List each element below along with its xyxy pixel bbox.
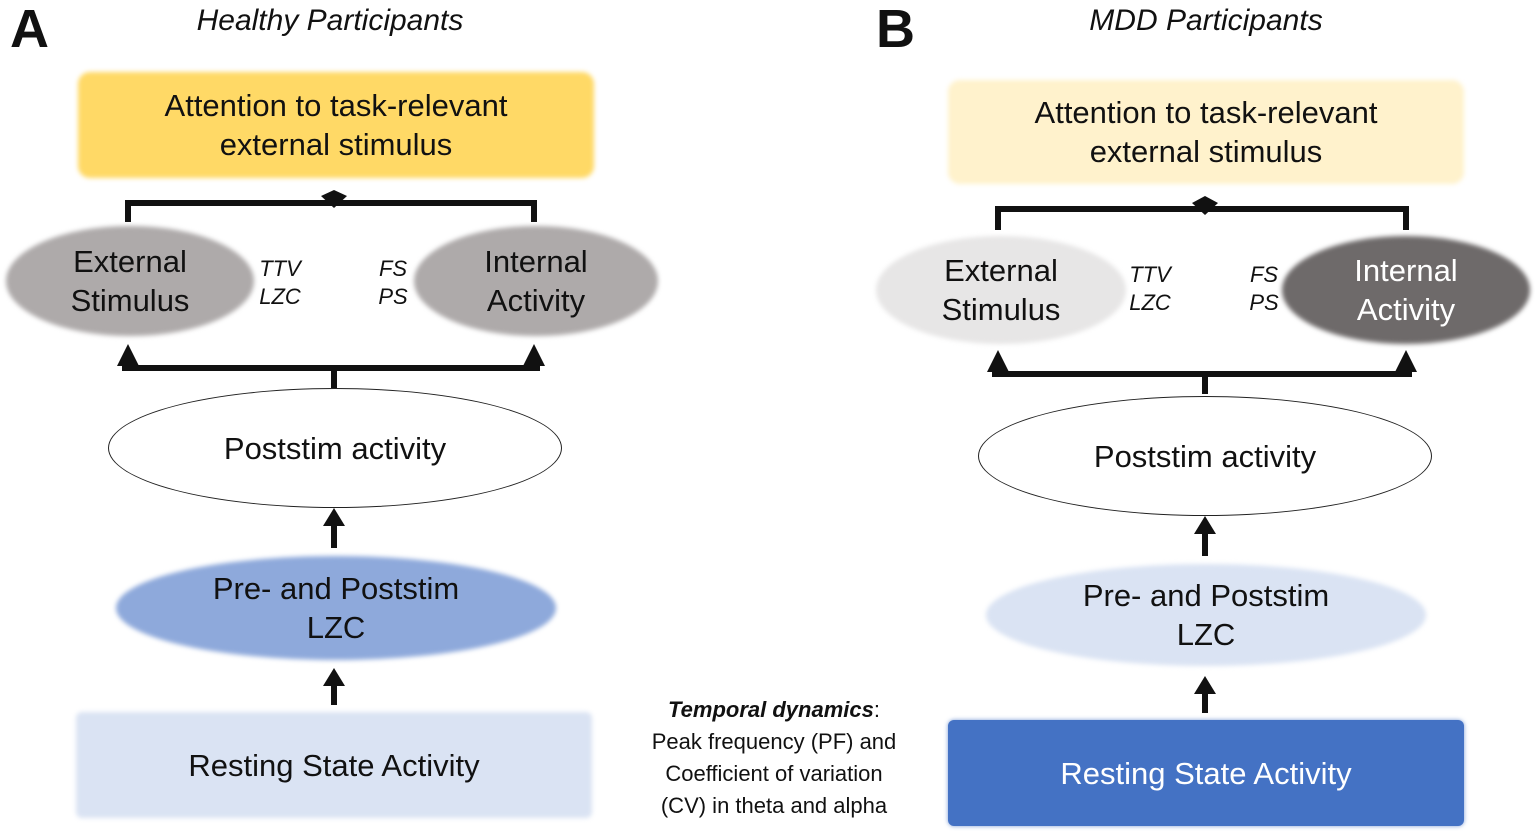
internal-activity-ellipse-b	[1282, 236, 1530, 344]
poststim-activity-ellipse-a: Poststim activity	[108, 388, 562, 508]
diamond-head-b	[1192, 196, 1218, 215]
note-line-1: Peak frequency (PF) and	[651, 729, 897, 754]
temporal-dynamics-heading: Temporal dynamics	[668, 697, 874, 722]
external-stimulus-ellipse-a	[6, 226, 254, 336]
arrow-head-a-lzc	[323, 668, 345, 686]
arrow-head-b-right	[1395, 350, 1417, 372]
panel-letter-a: A	[10, 0, 49, 59]
external-stimulus-ellipse-b	[876, 236, 1126, 344]
resting-state-box-a	[76, 712, 592, 818]
resting-state-box-b	[948, 720, 1464, 826]
arrow-head-a-poststim	[323, 508, 345, 526]
diamond-head-a	[321, 190, 347, 208]
attention-box-b	[948, 80, 1464, 184]
attention-box-a	[78, 72, 594, 178]
temporal-dynamics-note: Temporal dynamics: Peak frequency (PF) a…	[618, 694, 930, 822]
panel-letter-b: B	[876, 0, 915, 59]
arrow-head-a-left	[117, 344, 139, 366]
arrow-head-a-right	[523, 344, 545, 366]
arrow-head-b-lzc	[1194, 676, 1216, 694]
arrow-head-b-left	[987, 350, 1009, 372]
panel-title-a: Healthy Participants	[196, 4, 464, 37]
lzc-ellipse-b	[986, 564, 1426, 666]
panel-title-b: MDD Participants	[1089, 4, 1323, 37]
note-line-3: (CV) in theta and alpha	[660, 793, 888, 818]
note-line-2: Coefficient of variation	[665, 761, 883, 786]
internal-activity-ellipse-a	[414, 226, 658, 336]
poststim-activity-ellipse-b: Poststim activity	[978, 396, 1432, 516]
lzc-ellipse-a	[116, 556, 556, 660]
arrow-head-b-poststim	[1194, 516, 1216, 534]
